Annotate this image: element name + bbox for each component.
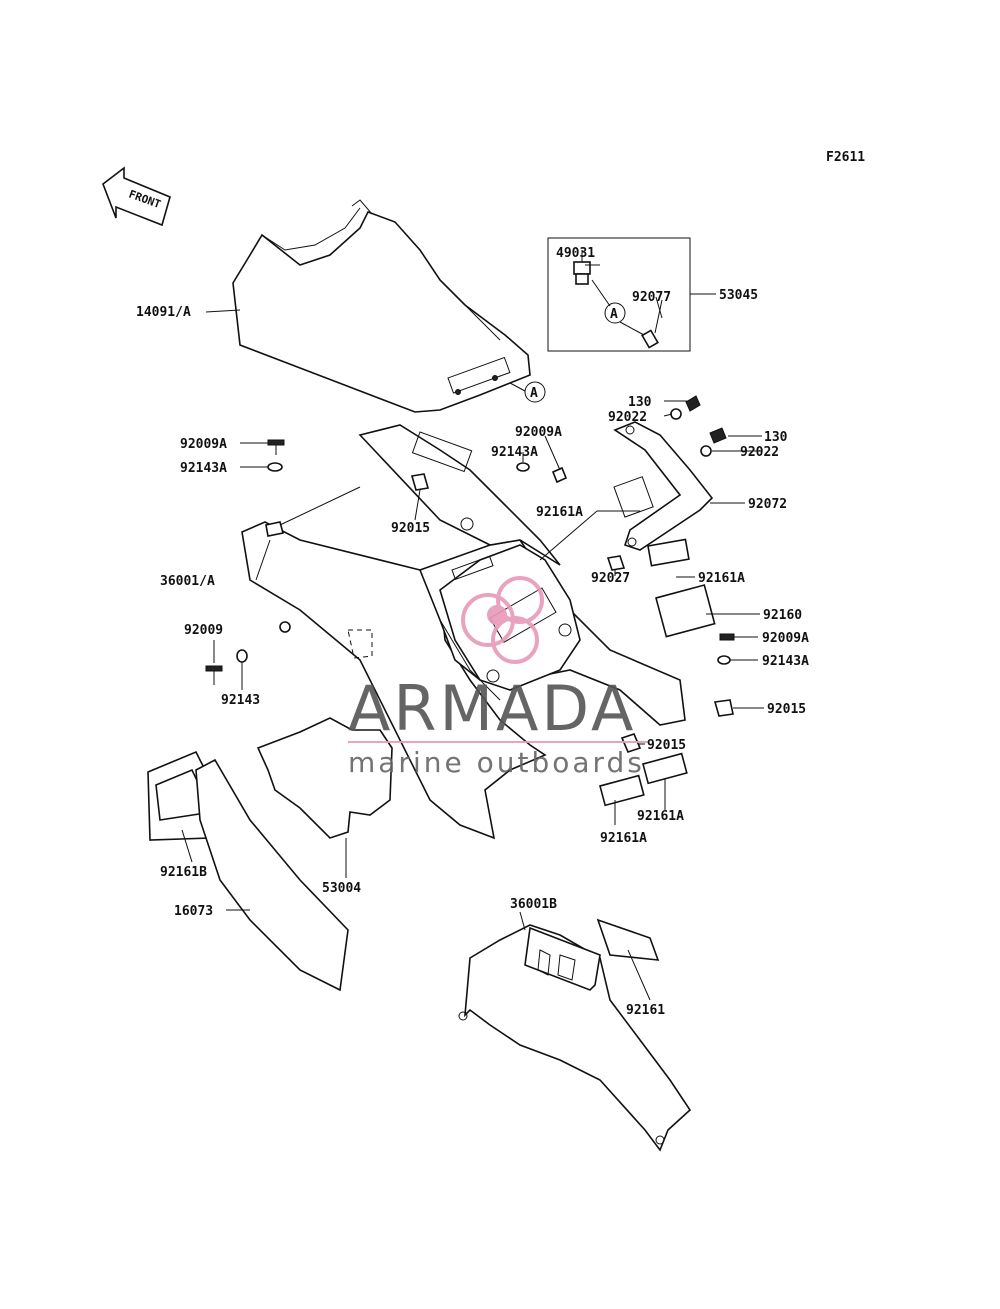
- svg-text:A: A: [530, 386, 538, 401]
- label-92022-right: 92022: [740, 445, 779, 460]
- label-92160: 92160: [763, 608, 802, 623]
- leader-lines: [181, 264, 764, 1001]
- label-92161A-low2: 92161A: [600, 831, 647, 846]
- label-16073: 16073: [174, 904, 213, 919]
- label-92143A-right: 92143A: [762, 654, 809, 669]
- lower-cover-part: [241, 424, 686, 840]
- label-92143: 92143: [221, 693, 260, 708]
- label-49031: 49031: [556, 246, 595, 261]
- label-92009A-right: 92009A: [762, 631, 809, 646]
- label-130-top: 130: [628, 395, 652, 410]
- label-92161A-mid: 92161A: [536, 505, 583, 520]
- callout-a-icon: A: [509, 381, 546, 403]
- label-14091A: 14091/A: [136, 305, 191, 320]
- pad-parts: [147, 538, 716, 992]
- label-92009: 92009: [184, 623, 223, 638]
- watermark: ARMADA marine outboards: [348, 576, 648, 779]
- figure-code: F2611: [826, 150, 865, 165]
- seat-cover-part: [232, 199, 531, 413]
- label-92161: 92161: [626, 1003, 665, 1018]
- part-labels: 14091/A 49031 92077 53045 130 92022 9200…: [136, 246, 809, 1018]
- label-53045: 53045: [719, 288, 758, 303]
- watermark-brand: ARMADA: [348, 672, 636, 745]
- callout-a-inset: A: [610, 307, 618, 322]
- label-92143A-mid: 92143A: [491, 445, 538, 460]
- label-92072: 92072: [748, 497, 787, 512]
- label-130-right: 130: [764, 430, 788, 445]
- fastener-icons: [205, 395, 735, 685]
- label-92027: 92027: [591, 571, 630, 586]
- label-92022-top: 92022: [608, 410, 647, 425]
- label-36001A: 36001/A: [160, 574, 215, 589]
- label-92161A-right: 92161A: [698, 571, 745, 586]
- label-53004: 53004: [322, 881, 361, 896]
- label-92161A-low1: 92161A: [637, 809, 684, 824]
- label-36001B: 36001B: [510, 897, 557, 912]
- label-92009A-mid: 92009A: [515, 425, 562, 440]
- bottom-cover-part: [458, 918, 692, 1152]
- label-92009A-left: 92009A: [180, 437, 227, 452]
- label-92015-low: 92015: [647, 738, 686, 753]
- front-arrow-icon: FRONT: [102, 166, 171, 227]
- armada-logo-icon: [461, 576, 544, 664]
- label-92015-right: 92015: [767, 702, 806, 717]
- label-92077: 92077: [632, 290, 671, 305]
- label-92015-mid: 92015: [391, 521, 430, 536]
- watermark-tagline: marine outboards: [348, 746, 645, 779]
- label-92143A-left: 92143A: [180, 461, 227, 476]
- label-92161B: 92161B: [160, 865, 207, 880]
